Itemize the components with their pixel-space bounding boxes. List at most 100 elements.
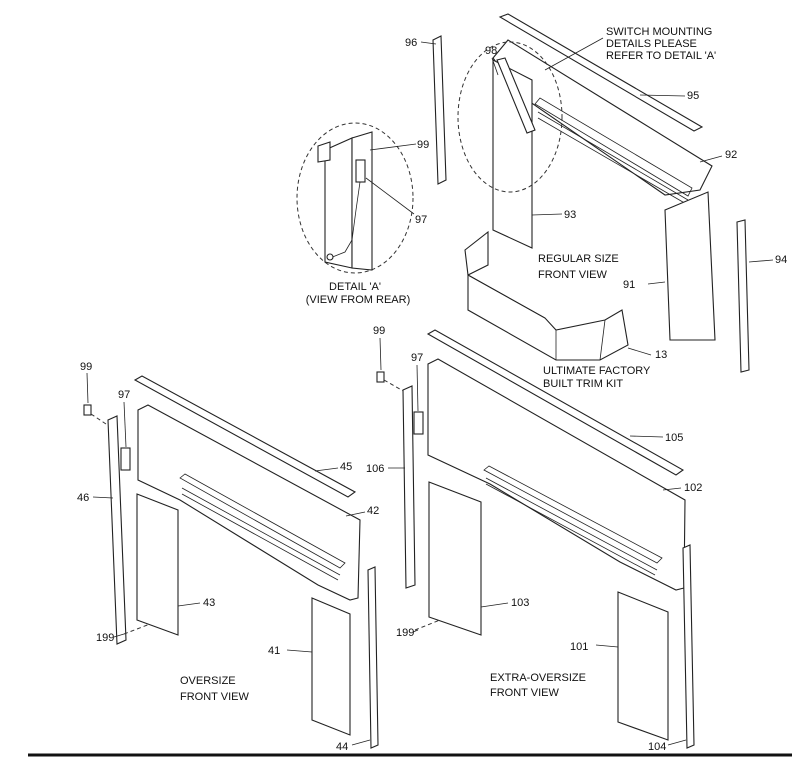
lead-13 xyxy=(627,347,652,356)
lead-101 xyxy=(595,644,619,648)
caption-switch-note-1: SWITCH MOUNTING xyxy=(606,26,712,38)
callout-102: 102 xyxy=(684,482,702,494)
caption-oversize-1: OVERSIZE xyxy=(180,675,236,687)
lead-41 xyxy=(286,649,313,653)
louver-line-5 xyxy=(485,477,658,571)
part-13-left-wing xyxy=(464,230,489,276)
part-99-extra xyxy=(376,371,385,383)
callout-13: 13 xyxy=(655,349,667,361)
callout-99-extra: 99 xyxy=(373,325,385,337)
lead-91 xyxy=(647,281,666,285)
part-43-left-panel xyxy=(136,493,179,636)
callout-106: 106 xyxy=(366,463,384,475)
caption-switch-note-2: DETAILS PLEASE xyxy=(606,38,697,50)
caption-ultimate-1: ULTIMATE FACTORY xyxy=(543,365,651,377)
caption-ultimate-2: BUILT TRIM KIT xyxy=(543,378,623,390)
part-13-edge-1 xyxy=(467,274,546,319)
oversize-view: 99 46 97 45 42 43 199 41 xyxy=(77,361,379,753)
part-13-base xyxy=(467,274,629,361)
callout-91: 91 xyxy=(623,279,635,291)
part-45-top-strip xyxy=(133,375,357,498)
lead-94 xyxy=(748,259,774,263)
lead-99-detail xyxy=(369,143,417,151)
callout-94: 94 xyxy=(775,254,787,266)
dash-99-extra xyxy=(383,379,406,393)
part-46-post xyxy=(107,415,127,645)
callout-105: 105 xyxy=(665,432,683,444)
lead-43 xyxy=(177,602,201,607)
part-41-right-panel xyxy=(311,597,351,736)
lead-97-extra xyxy=(416,364,419,412)
caption-extra-2: FRONT VIEW xyxy=(490,687,559,699)
lead-96 xyxy=(420,41,437,45)
detail-a-wire xyxy=(329,181,361,259)
callout-45: 45 xyxy=(340,461,352,473)
callout-199-extra: 199 xyxy=(396,627,414,639)
callout-97-oversize: 97 xyxy=(118,389,130,401)
part-92-louver xyxy=(534,97,693,197)
part-44-strip xyxy=(367,566,379,749)
part-13-edge-3 xyxy=(599,319,606,361)
part-96-strip xyxy=(432,35,447,185)
part-94-strip xyxy=(736,219,750,373)
louver-line-4 xyxy=(181,493,339,581)
callout-103: 103 xyxy=(511,597,529,609)
louver-line-3 xyxy=(181,487,341,576)
regular-size-view: 96 95 92 93 98 SWITCH MOUNTING DETAILS P… xyxy=(405,13,787,390)
detail-a-ellipse xyxy=(296,122,414,274)
part-102-hood xyxy=(427,358,686,591)
detail-a-switch xyxy=(355,159,366,183)
dash-199-oversize xyxy=(123,623,151,635)
caption-regular-2: FRONT VIEW xyxy=(538,269,607,281)
callout-43: 43 xyxy=(203,597,215,609)
lead-97-detail xyxy=(365,177,415,215)
callout-42: 42 xyxy=(367,505,379,517)
detail-a-view: 99 97 DETAIL 'A' (VIEW FROM REAR) xyxy=(296,122,429,306)
lead-199-oversize xyxy=(113,633,125,638)
lead-99-extra xyxy=(379,337,382,371)
lead-103 xyxy=(480,602,509,608)
part-42-louver xyxy=(179,473,346,569)
lead-98 xyxy=(491,57,499,76)
lead-46 xyxy=(92,496,114,499)
lead-104 xyxy=(667,739,687,746)
lead-95 xyxy=(639,94,686,97)
callout-46: 46 xyxy=(77,492,89,504)
part-97-oversize xyxy=(120,447,131,471)
callout-98: 98 xyxy=(485,45,497,57)
callout-199-oversize: 199 xyxy=(96,632,114,644)
part-105-top-strip xyxy=(426,329,685,476)
callout-95: 95 xyxy=(687,90,699,102)
caption-detail-a-1: DETAIL 'A' xyxy=(329,281,381,293)
callout-104: 104 xyxy=(648,741,666,753)
lead-105 xyxy=(629,435,664,438)
callout-97-extra: 97 xyxy=(411,352,423,364)
caption-oversize-2: FRONT VIEW xyxy=(180,691,249,703)
lead-199-extra xyxy=(412,629,419,633)
louver-line-6 xyxy=(485,483,656,576)
lead-102 xyxy=(662,487,682,491)
lead-92 xyxy=(699,155,723,163)
caption-extra-1: EXTRA-OVERSIZE xyxy=(490,672,586,684)
lead-97-oversize xyxy=(123,401,127,448)
part-91-right-panel xyxy=(664,191,716,341)
callout-99-detail: 99 xyxy=(417,139,429,151)
callout-93: 93 xyxy=(564,209,576,221)
extra-oversize-view: 99 106 97 105 102 103 199 101 xyxy=(366,325,702,753)
louver-line-2 xyxy=(537,117,689,206)
detail-a-bracket xyxy=(317,141,331,163)
callout-97-detail: 97 xyxy=(415,214,427,226)
lead-93 xyxy=(531,213,563,216)
part-98-bracket xyxy=(496,57,536,134)
louver-line-1 xyxy=(537,111,689,201)
part-97-extra xyxy=(413,411,424,435)
lead-44 xyxy=(351,739,371,746)
part-99-oversize xyxy=(83,404,92,416)
lead-99-oversize xyxy=(86,372,89,404)
part-42-hood xyxy=(137,404,361,601)
part-101-right-panel xyxy=(617,591,669,741)
callout-44: 44 xyxy=(336,741,348,753)
detail-a-plug xyxy=(326,253,334,261)
